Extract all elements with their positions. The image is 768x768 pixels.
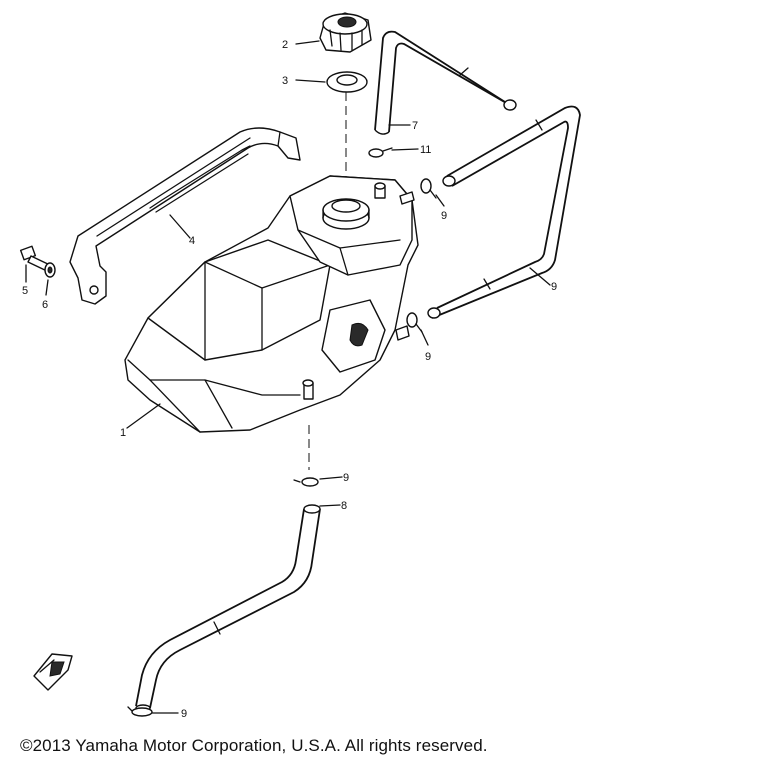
hose-clip-9-bottom xyxy=(127,706,153,717)
callout-6: 6 xyxy=(42,299,48,311)
fuel-hose-10 xyxy=(427,105,581,319)
callout-1: 1 xyxy=(120,427,126,439)
cap-gasket-3 xyxy=(326,71,368,93)
hose-clip-9-lower xyxy=(293,477,319,487)
callout-8: 8 xyxy=(341,500,347,512)
callout-4: 4 xyxy=(189,235,195,247)
hose-clip-9-middle xyxy=(406,312,423,333)
breather-hose-7 xyxy=(374,30,517,135)
callout-9b: 9 xyxy=(425,351,431,363)
copyright-notice: ©2013 Yamaha Motor Corporation, U.S.A. A… xyxy=(20,736,488,755)
callout-7: 7 xyxy=(412,120,418,132)
callout-9d: 9 xyxy=(181,708,187,720)
callout-2: 2 xyxy=(282,39,288,51)
hose-clip-9-upper xyxy=(420,178,437,199)
callout-10: 9 xyxy=(551,281,557,293)
callout-9c: 9 xyxy=(343,472,349,484)
callout-5: 5 xyxy=(22,285,28,297)
callout-11: 11 xyxy=(420,144,431,156)
callout-3: 3 xyxy=(282,75,288,87)
tank-bracket-4 xyxy=(69,127,301,305)
fuel-hose-8 xyxy=(135,504,321,712)
hose-clip-11 xyxy=(368,147,393,158)
direction-arrow-icon xyxy=(33,653,73,691)
fuel-tank-1 xyxy=(124,175,419,433)
callout-9a: 9 xyxy=(441,210,447,222)
fuel-cap-2 xyxy=(319,12,372,53)
washer-6 xyxy=(44,262,56,278)
